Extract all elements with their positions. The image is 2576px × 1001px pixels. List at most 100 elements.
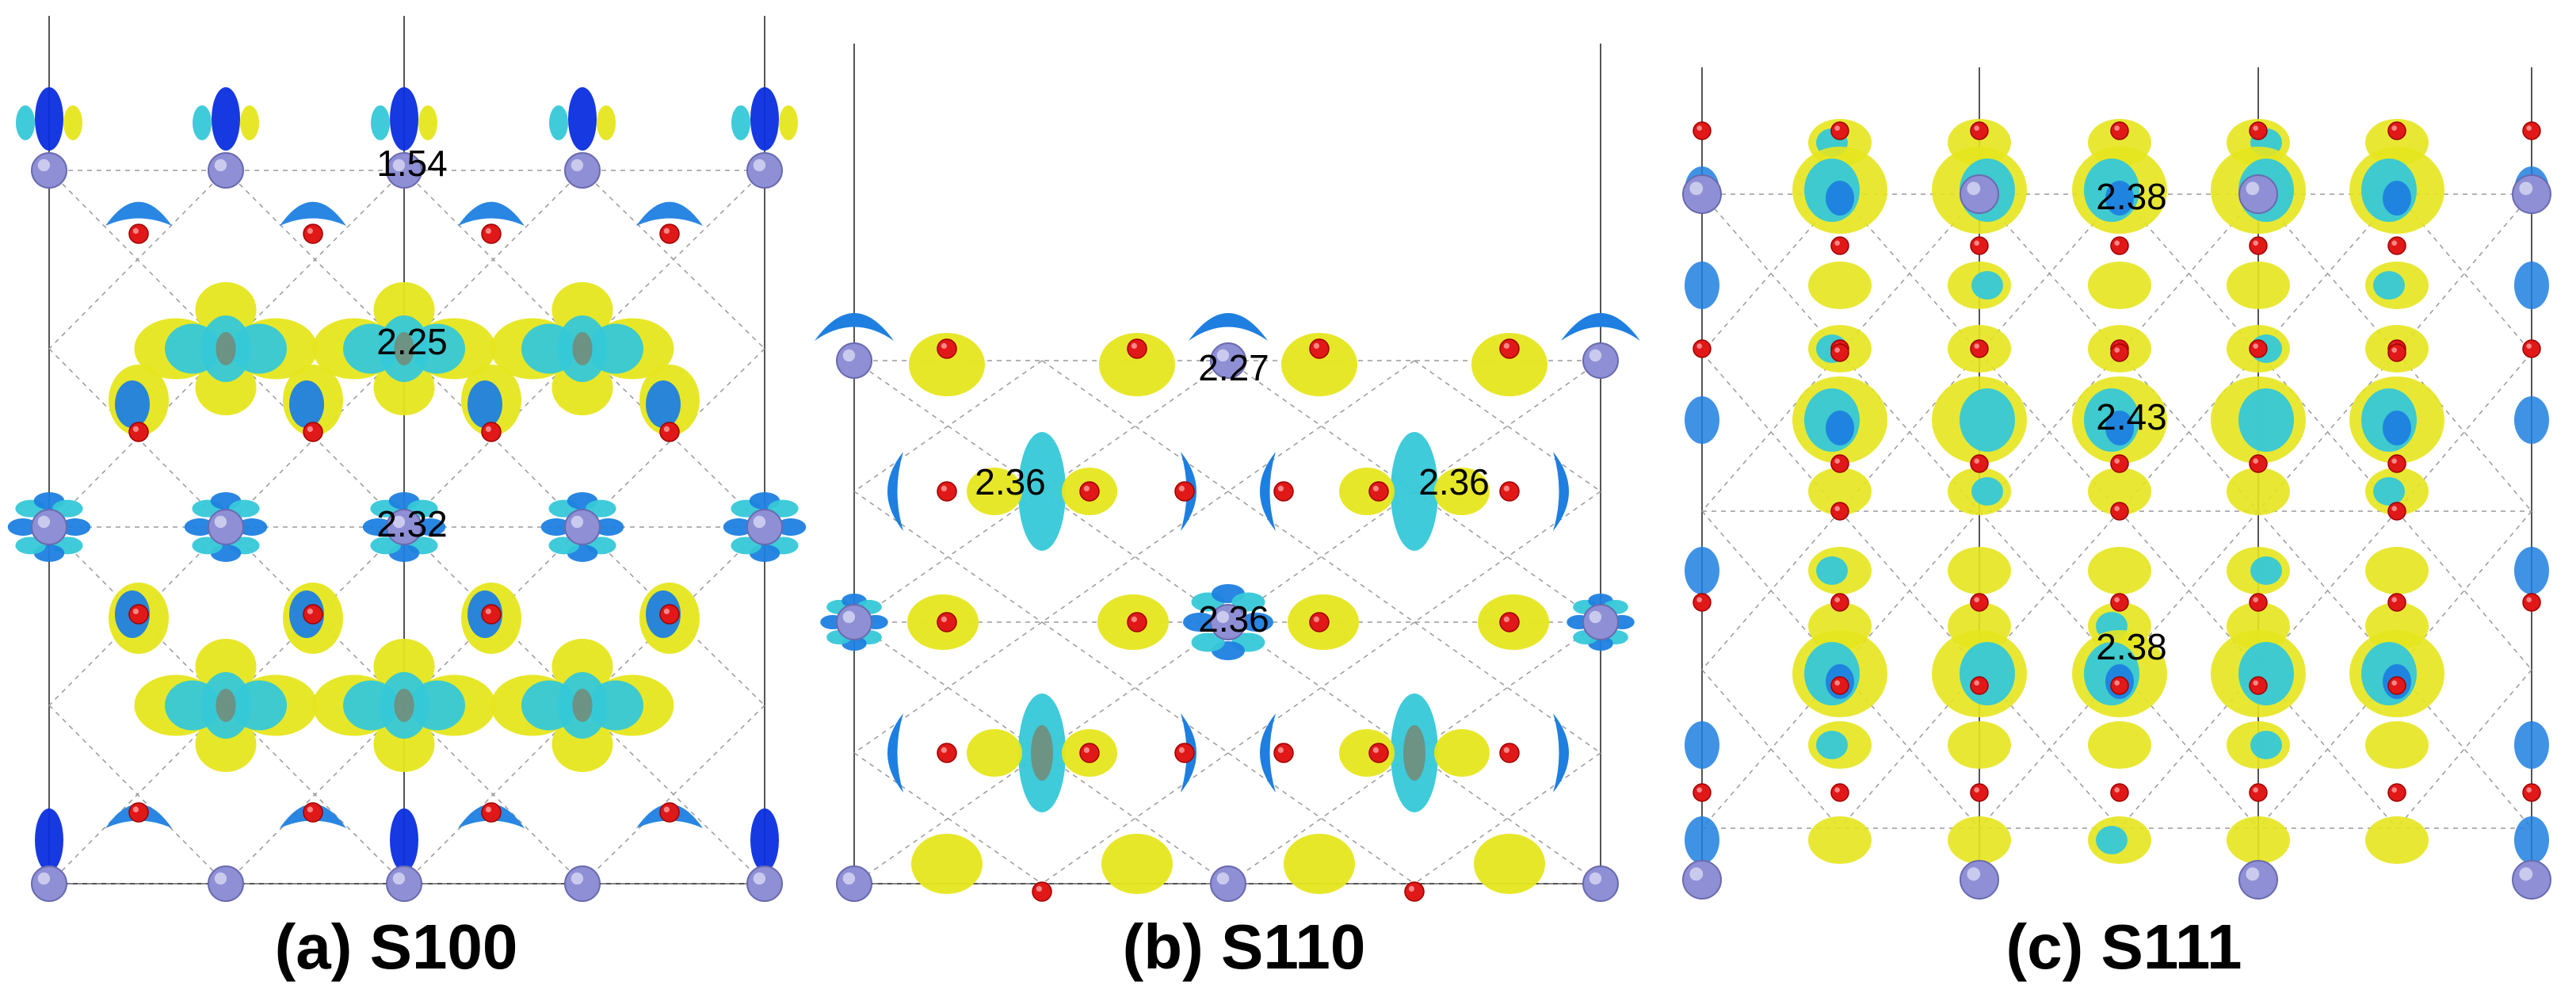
oxygen-atom [1970, 339, 1989, 358]
oxygen-atom [1079, 743, 1100, 763]
atoms [836, 338, 1619, 902]
oxygen-atom [128, 604, 149, 625]
density-lobe [1339, 729, 1395, 777]
density-lobe [1240, 613, 1273, 632]
oxygen-atom [1830, 593, 1849, 612]
density-lobe [1339, 468, 1395, 515]
oxygen-atom [481, 604, 502, 625]
metal-atom [1960, 174, 1999, 214]
density-lobe [59, 518, 91, 536]
bond-length-label: 2.25 [376, 321, 448, 362]
metal-atom [564, 865, 601, 902]
panel-c-caption: (c) S111 [2005, 911, 2242, 982]
metal-atom [1582, 865, 1619, 902]
density-lobe [418, 105, 437, 140]
density-lobe [2088, 468, 2151, 515]
oxygen-atom [2110, 783, 2129, 802]
charge-density-lobes [7, 87, 807, 872]
density-lobe [1685, 262, 1719, 309]
density-lobe [2373, 271, 2405, 300]
density-lobe [540, 518, 572, 536]
bond-length-label: 2.27 [1198, 347, 1269, 388]
density-lobe [2238, 642, 2294, 705]
density-lobe [572, 332, 593, 365]
metal-atom [1682, 174, 1722, 214]
metal-atom [746, 865, 783, 902]
oxygen-atom [1830, 236, 1849, 255]
oxygen-atom [1127, 338, 1147, 359]
oxygen-atom [2249, 339, 2268, 358]
metal-atom [2238, 860, 2278, 900]
density-lobe [1284, 834, 1355, 894]
density-lobe [212, 87, 240, 151]
density-lobe [390, 808, 418, 872]
charge-density-lobes [1685, 119, 2549, 864]
density-lobe [216, 332, 236, 365]
oxygen-atom [2249, 593, 2268, 612]
density-lobe [1281, 333, 1357, 396]
bond-length-label: 2.43 [2096, 396, 2167, 437]
bond-length-label: 2.32 [376, 503, 448, 544]
oxygen-atom [1830, 676, 1849, 695]
oxygen-atom [1032, 881, 1052, 902]
density-lobe [1960, 642, 2015, 705]
oxygen-atom [1830, 343, 1849, 362]
oxygen-atom [481, 802, 502, 823]
oxygen-atom [2387, 783, 2406, 802]
metal-atom [386, 865, 422, 902]
metal-atom [1682, 860, 1722, 900]
oxygen-atom [2387, 676, 2406, 695]
oxygen-atom [2522, 339, 2541, 358]
oxygen-atom [1693, 593, 1712, 612]
bond-length-label: 2.38 [2096, 176, 2167, 217]
density-lobe [2383, 411, 2411, 445]
oxygen-atom [2110, 121, 2129, 140]
oxygen-atom [2249, 454, 2268, 473]
density-lobe [911, 834, 983, 894]
oxygen-atom [2522, 593, 2541, 612]
bond-length-label: 1.54 [376, 143, 448, 184]
oxygen-atom [481, 224, 502, 244]
oxygen-atom [1309, 612, 1330, 632]
oxygen-atom [937, 743, 957, 763]
density-lobe [105, 201, 172, 226]
oxygen-atom [2110, 593, 2129, 612]
oxygen-atom [1174, 743, 1195, 763]
density-lobe [646, 380, 681, 428]
atoms [1682, 121, 2551, 900]
density-lobe [1183, 613, 1216, 632]
oxygen-atom [2110, 343, 2129, 362]
density-lobe [1231, 592, 1265, 612]
density-lobe [636, 201, 703, 226]
oxygen-atom [2249, 783, 2268, 802]
density-lobe [887, 452, 903, 531]
density-lobe [1474, 834, 1545, 894]
density-lobe [1960, 388, 2015, 452]
density-lobe [2227, 468, 2290, 515]
bond-length-label: 2.36 [1418, 461, 1490, 502]
density-lobe [2514, 721, 2549, 769]
density-lobe [1191, 632, 1225, 652]
density-lobe [1685, 721, 1719, 769]
density-lobe [1434, 468, 1490, 515]
density-lobe [1971, 477, 2003, 506]
oxygen-atom [2110, 676, 2129, 695]
oxygen-atom [1693, 121, 1712, 140]
oxygen-atom [1079, 481, 1100, 502]
oxygen-atom [128, 224, 149, 244]
density-lobe [2365, 816, 2429, 864]
density-lobe [1685, 396, 1719, 444]
density-lobe [240, 105, 259, 140]
density-lobe [1553, 452, 1569, 531]
density-lobe [115, 380, 150, 428]
density-lobe [1018, 432, 1066, 551]
oxygen-atom [2387, 236, 2406, 255]
density-lobe [1471, 333, 1548, 396]
density-lobe [1403, 725, 1425, 781]
density-lobe [1826, 411, 1854, 445]
oxygen-atom [2110, 236, 2129, 255]
density-lobe [1971, 271, 2003, 300]
density-lobe [2373, 477, 2405, 506]
oxygen-atom [1693, 339, 1712, 358]
